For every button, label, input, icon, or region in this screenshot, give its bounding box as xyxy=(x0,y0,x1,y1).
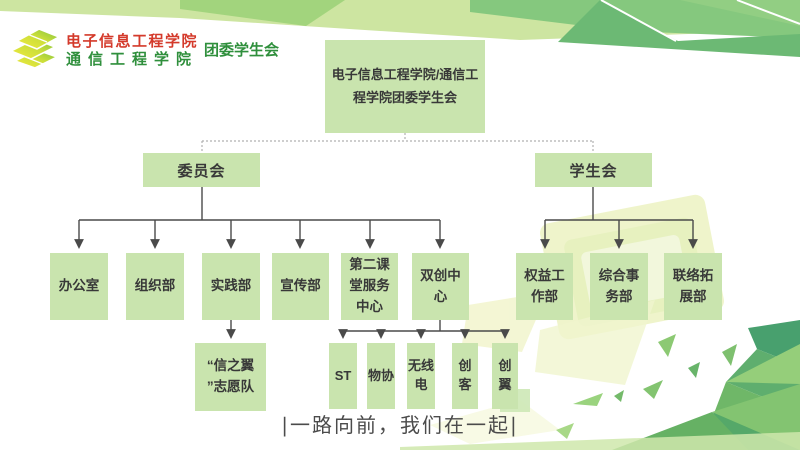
banner-line xyxy=(600,0,677,42)
banner-line xyxy=(736,0,800,25)
org-node-second-classroom-center: 第二课堂服务中心 xyxy=(341,253,398,320)
header-college-name-line2: 通信工程学院 xyxy=(66,51,199,68)
banner-shape xyxy=(558,0,800,57)
org-node-chuangke: 创客 xyxy=(452,343,478,409)
org-node-student-union: 学生会 xyxy=(535,153,652,187)
org-node-practice-dept: 实践部 xyxy=(202,253,260,320)
slogan-text: |一路向前，我们在一起| xyxy=(281,413,519,437)
org-node-committee: 委员会 xyxy=(143,153,260,187)
org-node-volunteer-team: “信之翼”志愿队 xyxy=(195,343,266,411)
org-node-rights-dept: 权益工作部 xyxy=(516,253,573,320)
org-node-st: ST xyxy=(329,343,357,409)
solid-connectors xyxy=(74,187,698,339)
header-college-name-line1: 电子信息工程学院 xyxy=(66,33,199,50)
college-logo-icon xyxy=(9,28,61,69)
org-node-wuxie: 物协 xyxy=(367,343,395,409)
org-node-radio: 无线电 xyxy=(407,343,435,409)
org-node-publicity-dept: 宣传部 xyxy=(272,253,329,320)
org-node-root: 电子信息工程学院/通信工程学院团委学生会 xyxy=(325,40,485,133)
org-node-innovation-center: 双创中心 xyxy=(412,253,469,320)
org-node-office: 办公室 xyxy=(50,253,108,320)
org-node-general-affairs-dept: 综合事务部 xyxy=(590,253,648,320)
org-node-chuangyi: 创翼 xyxy=(492,343,518,409)
dotted-connectors xyxy=(201,133,594,152)
banner-shape xyxy=(180,0,345,26)
org-node-liaison-dept: 联络拓展部 xyxy=(664,253,722,320)
banner-shape xyxy=(680,0,800,26)
lowpoly-corner xyxy=(400,320,800,450)
header-org-label: 团委学生会 xyxy=(204,42,280,59)
org-node-organization-dept: 组织部 xyxy=(126,253,184,320)
